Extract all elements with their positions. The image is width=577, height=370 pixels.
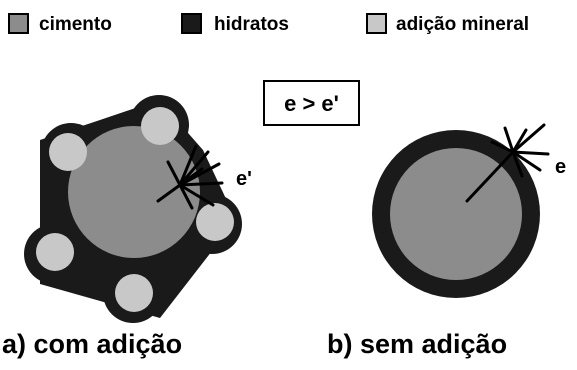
thickness-label-b: e [555,156,566,178]
thickness-burst-a [156,144,224,210]
legend-swatch-cement [8,13,29,34]
thickness-burst-b [465,123,550,203]
legend-item-hydrates: hidratos [181,13,289,35]
mineral-grains-a [36,107,234,312]
legend-label-hydrates: hidratos [214,14,289,35]
relation-frame [263,80,360,126]
mineral-grain-a5 [196,203,234,241]
legend-label-mineral-addition: adição mineral [396,14,529,35]
mineral-grain-a2 [49,133,87,171]
mineral-grain-a4 [115,274,153,312]
legend-swatch-hydrates [181,13,202,34]
legend-item-mineral-addition: adição mineral [366,13,529,35]
cement-core-b [390,148,522,280]
relation-box: e > e' [263,80,360,126]
mineral-grain-a1 [141,107,179,145]
relation-text: e > e' [284,91,339,116]
cement-core-a [68,126,200,258]
legend: cimento hidratos adição mineral [8,13,529,35]
legend-item-cement: cimento [8,13,112,35]
thickness-label-a: e' [236,168,252,190]
legend-swatch-mineral-addition [366,13,387,34]
mineral-grain-a3 [36,233,74,271]
caption-b: b) sem adição [327,329,507,359]
legend-label-cement: cimento [39,14,112,35]
panel-a-particle: e' [24,95,252,323]
caption-a: a) com adição [2,329,182,359]
panel-b-particle: e [372,123,566,298]
